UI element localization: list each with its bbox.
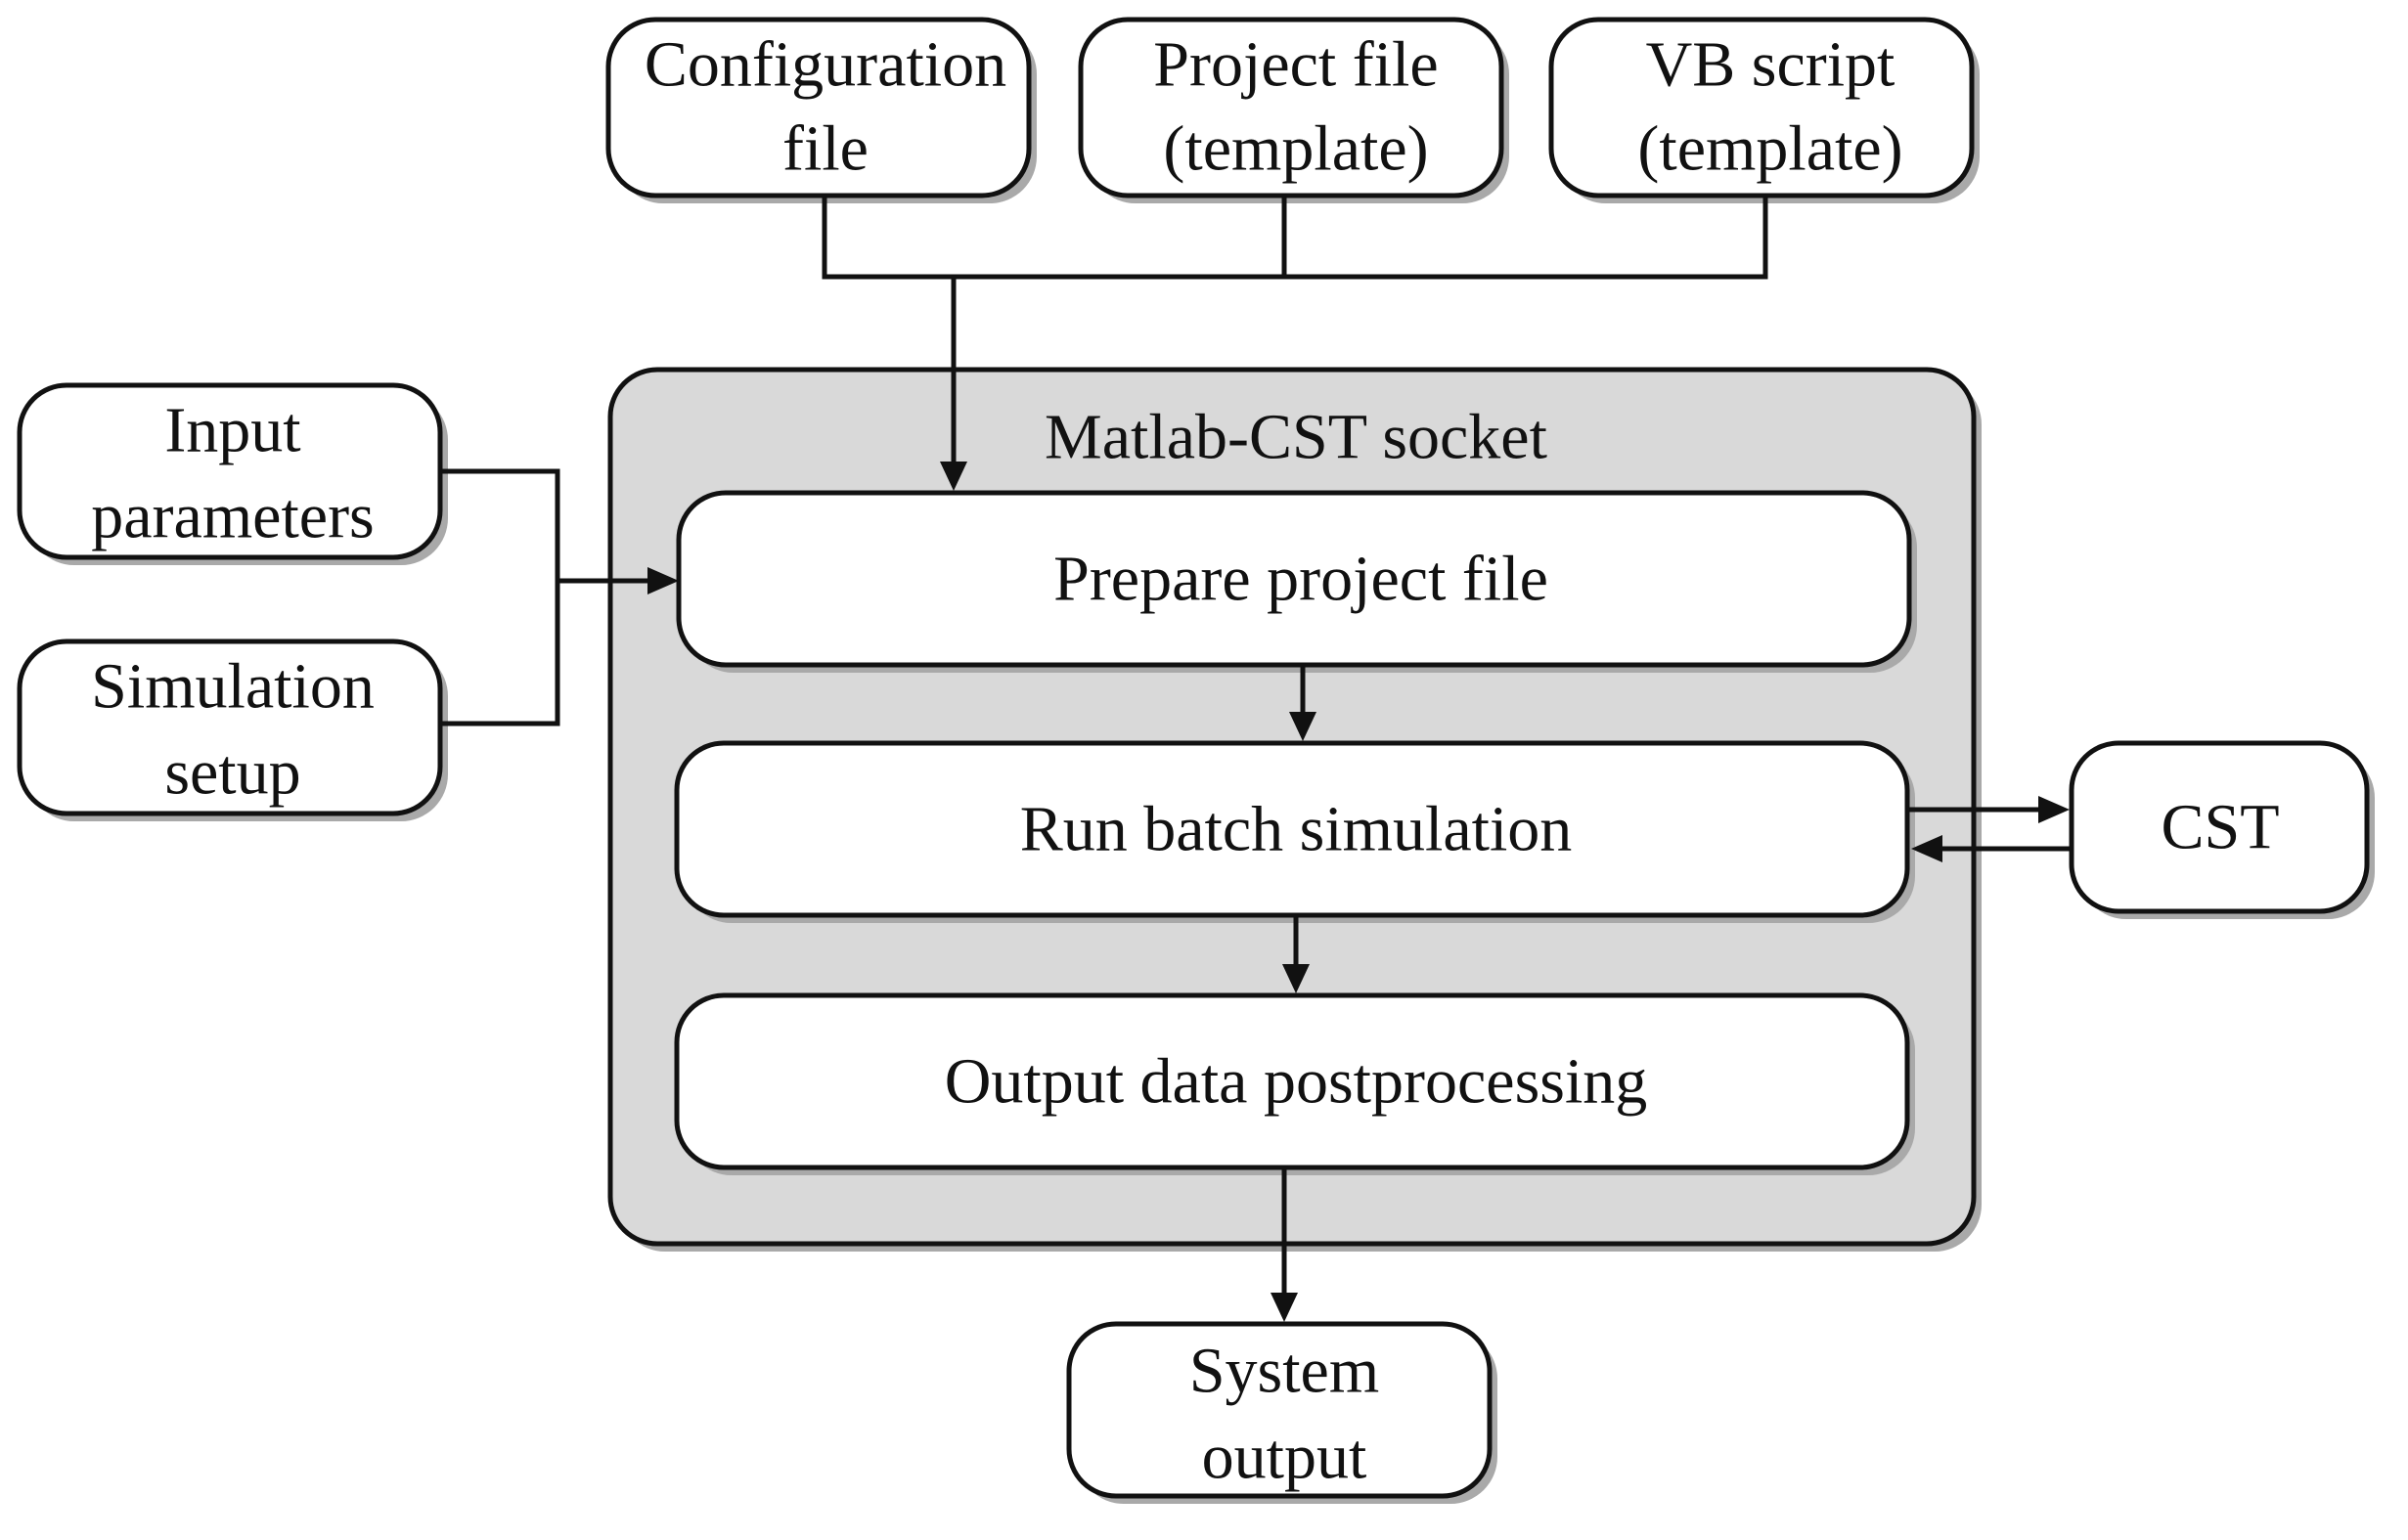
simulation-setup-line1: Simulation bbox=[91, 651, 375, 723]
arrowhead bbox=[647, 567, 679, 594]
postprocessing-to-output-arrow bbox=[1271, 1167, 1298, 1322]
cst-to-run-arrow bbox=[1911, 835, 2072, 862]
output-data-postprocessing-label: Output data postprocessing bbox=[945, 1046, 1648, 1118]
input-parameters-line2: parameters bbox=[91, 481, 375, 552]
output-data-postprocessing-step: Output data postprocessing bbox=[674, 992, 1915, 1175]
input-parameters-node: Input parameters bbox=[17, 382, 448, 565]
system-output-line1: System bbox=[1189, 1336, 1379, 1407]
arrowhead bbox=[940, 462, 967, 491]
vb-script-template-node: VB script (template) bbox=[1548, 17, 1980, 203]
system-output-node: System output bbox=[1066, 1321, 1497, 1504]
configuration-file-line2: file bbox=[782, 113, 869, 185]
system-output-line2: output bbox=[1202, 1422, 1367, 1493]
prepare-to-run-arrow bbox=[1289, 665, 1316, 741]
run-to-cst-arrow bbox=[1909, 796, 2070, 823]
cst-node: CST bbox=[2069, 740, 2375, 919]
configuration-file-line1: Configuration bbox=[645, 29, 1006, 101]
vb-script-line2: (template) bbox=[1637, 113, 1902, 185]
simulation-setup-node: Simulation setup bbox=[17, 638, 448, 821]
top-inputs-connector bbox=[822, 196, 1768, 491]
input-parameters-line1: Input bbox=[164, 395, 300, 466]
prepare-project-file-step: Prepare project file bbox=[676, 490, 1917, 673]
project-file-line2: (template) bbox=[1163, 113, 1428, 185]
socket-title: Matlab-CST socket bbox=[1045, 402, 1547, 473]
project-file-line1: Project file bbox=[1153, 29, 1438, 101]
cst-label: CST bbox=[2161, 792, 2279, 863]
run-batch-simulation-step: Run batch simulation bbox=[674, 740, 1915, 923]
simulation-setup-line2: setup bbox=[164, 737, 300, 809]
configuration-file-node: Configuration file bbox=[605, 17, 1037, 203]
vb-script-line1: VB script bbox=[1646, 29, 1895, 101]
project-file-template-node: Project file (template) bbox=[1078, 17, 1509, 203]
run-batch-simulation-label: Run batch simulation bbox=[1020, 794, 1573, 865]
prepare-project-file-label: Prepare project file bbox=[1053, 544, 1548, 615]
left-inputs-connector bbox=[440, 468, 679, 726]
run-to-postprocessing-arrow bbox=[1282, 915, 1310, 993]
